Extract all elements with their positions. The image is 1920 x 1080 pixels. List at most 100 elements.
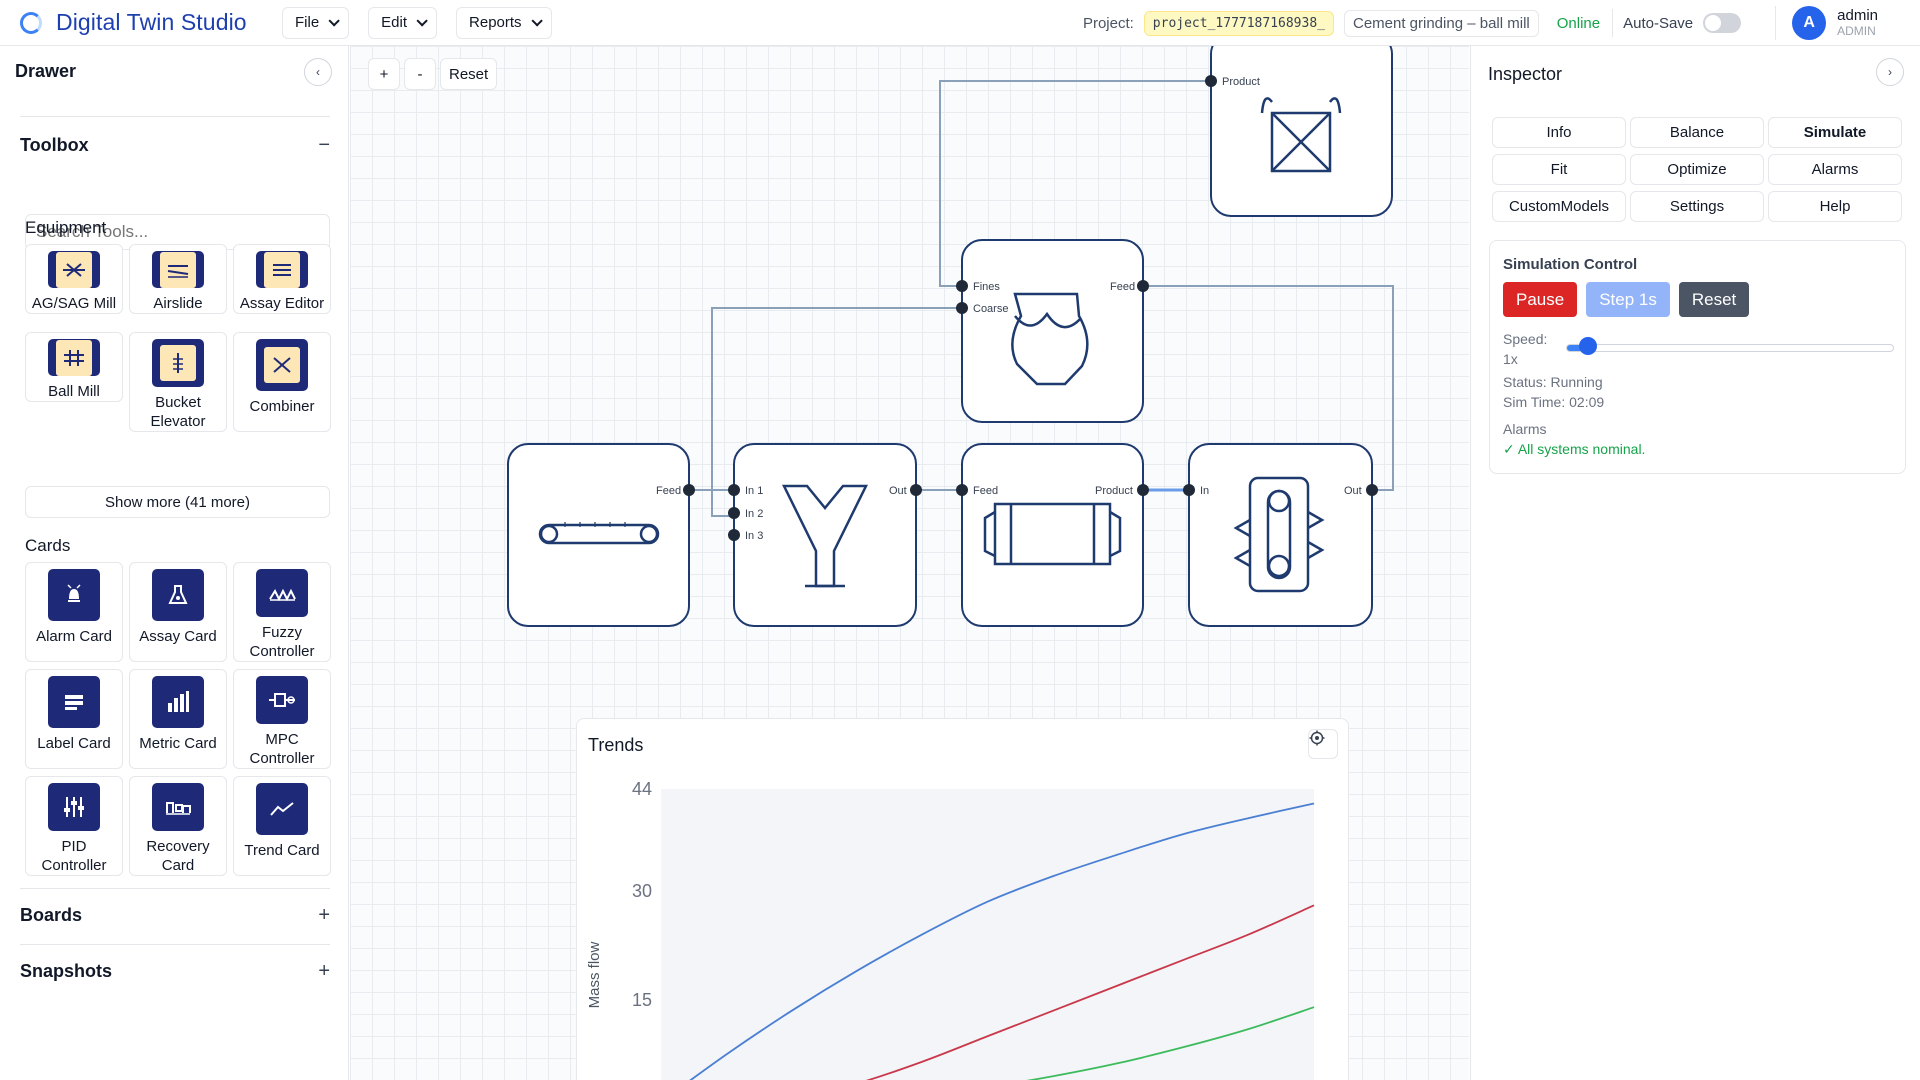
expand-icon[interactable]: +: [318, 904, 330, 926]
port-label: Feed: [656, 485, 681, 497]
tab-optimize[interactable]: Optimize: [1630, 154, 1764, 185]
tool-label: Ball Mill: [48, 383, 100, 400]
tool-label-card[interactable]: Label Card: [25, 669, 123, 769]
reset-simulation-button[interactable]: Reset: [1678, 282, 1750, 317]
bucket-elevator-icon: [152, 339, 204, 387]
speed-slider[interactable]: [1566, 344, 1894, 352]
tool-label: Combiner: [249, 398, 315, 415]
app-logo[interactable]: Digital Twin Studio: [20, 9, 282, 36]
node-bag-filter[interactable]: Product: [1205, 46, 1393, 217]
chevron-down-icon: [416, 14, 428, 27]
tab-alarms[interactable]: Alarms: [1768, 154, 1902, 185]
project-id[interactable]: project_1777187168938_: [1143, 10, 1334, 36]
autosave-toggle[interactable]: [1703, 13, 1742, 33]
user-menu[interactable]: admin ADMIN: [1837, 8, 1878, 38]
port-dot[interactable]: [1366, 484, 1378, 496]
tool-mpc-controller[interactable]: MPC Controller: [233, 669, 331, 769]
tool-bucket-elevator[interactable]: Bucket Elevator: [129, 332, 227, 432]
trends-card[interactable]: Trends 0153044 Mass flow: [576, 718, 1349, 1080]
tool-recovery-card[interactable]: Recovery Card: [129, 776, 227, 876]
node-bucket-elevator[interactable]: In Out: [1183, 443, 1378, 627]
boards-header[interactable]: Boards +: [20, 904, 330, 927]
port-label: Feed: [1110, 281, 1135, 293]
zoom-in-button[interactable]: +: [368, 58, 400, 90]
snapshots-header[interactable]: Snapshots +: [20, 960, 330, 983]
pause-button[interactable]: Pause: [1503, 282, 1578, 317]
collapse-icon[interactable]: −: [318, 134, 330, 156]
toolbox-header[interactable]: Toolbox −: [20, 134, 330, 157]
tool-assay-card[interactable]: Assay Card: [129, 562, 227, 662]
port-dot[interactable]: [683, 484, 695, 496]
node-ball-mill[interactable]: Feed Product: [956, 443, 1149, 627]
tab-fit[interactable]: Fit: [1492, 154, 1626, 185]
zoom-out-button[interactable]: -: [404, 58, 436, 90]
port-dot[interactable]: [1137, 280, 1149, 292]
tab-custom-models[interactable]: CustomModels: [1492, 191, 1626, 222]
tool-assay-editor[interactable]: Assay Editor: [233, 244, 331, 314]
simulation-status: Status: Running Sim Time: 02:09: [1503, 372, 1604, 412]
port-dot[interactable]: [728, 529, 740, 541]
flask-icon: [152, 569, 204, 621]
tool-metric-card[interactable]: Metric Card: [129, 669, 227, 769]
show-more-button[interactable]: Show more (41 more): [25, 486, 330, 518]
edge-coarse-to-in2[interactable]: [711, 307, 962, 517]
connection-status: Online: [1556, 14, 1601, 32]
status-text: Status: Running: [1503, 374, 1603, 390]
label-icon: [48, 676, 100, 728]
y-tick-label: 15: [632, 990, 652, 1010]
tool-ball-mill[interactable]: Ball Mill: [25, 332, 123, 402]
project-name[interactable]: Cement grinding – ball mill: [1343, 9, 1539, 37]
port-dot[interactable]: [1205, 75, 1217, 87]
reports-menu[interactable]: Reports: [456, 6, 552, 39]
tool-pid-controller[interactable]: PID Controller: [25, 776, 123, 876]
step-button[interactable]: Step 1s: [1586, 282, 1670, 317]
flowsheet-diagram: Product Fines Coarse Feed: [507, 46, 1394, 627]
expand-icon[interactable]: +: [318, 960, 330, 982]
tool-label: Metric Card: [139, 735, 217, 752]
collapse-inspector-button[interactable]: ›: [1876, 58, 1904, 86]
tool-airslide[interactable]: Airslide: [129, 244, 227, 314]
edit-menu[interactable]: Edit: [368, 6, 438, 39]
tool-ag-sag-mill[interactable]: AG/SAG Mill: [25, 244, 123, 314]
port-dot[interactable]: [910, 484, 922, 496]
tab-simulate[interactable]: Simulate: [1768, 117, 1902, 148]
node-combiner[interactable]: In 1 In 2 In 3 Out: [728, 443, 922, 627]
node-conveyor[interactable]: Feed: [507, 443, 695, 627]
speed-slider-fill: [1567, 345, 1587, 351]
combiner-icon: [781, 484, 869, 588]
tool-fuzzy-controller[interactable]: Fuzzy Controller: [233, 562, 331, 662]
speed-slider-handle[interactable]: [1579, 337, 1598, 355]
port-dot[interactable]: [728, 484, 740, 496]
series-line-2: [1026, 1006, 1315, 1080]
divider: [1612, 9, 1614, 37]
port-dot[interactable]: [728, 507, 740, 519]
tool-trend-card[interactable]: Trend Card: [233, 776, 331, 876]
tab-help[interactable]: Help: [1768, 191, 1902, 222]
alarms-message: ✓ All systems nominal.: [1503, 441, 1646, 457]
port-dot[interactable]: [956, 302, 968, 314]
edge-product-to-fines[interactable]: [939, 80, 1211, 287]
port-dot[interactable]: [956, 280, 968, 292]
alarm-icon: [48, 569, 100, 621]
reset-view-button[interactable]: Reset: [440, 58, 498, 90]
y-axis-ticks: 0153044: [632, 779, 652, 1010]
trends-settings-button[interactable]: [1308, 729, 1338, 759]
tool-combiner[interactable]: Combiner: [233, 332, 331, 432]
port-label: In 3: [745, 530, 763, 542]
tab-balance[interactable]: Balance: [1630, 117, 1764, 148]
avatar[interactable]: A: [1792, 6, 1827, 40]
edge-out-to-feed[interactable]: [1143, 285, 1394, 491]
tab-info[interactable]: Info: [1492, 117, 1626, 148]
tool-alarm-card[interactable]: Alarm Card: [25, 562, 123, 662]
file-menu[interactable]: File: [282, 6, 350, 39]
collapse-drawer-button[interactable]: ‹: [304, 58, 332, 86]
port-dot[interactable]: [956, 484, 968, 496]
conveyor-icon: [538, 523, 660, 545]
tab-settings[interactable]: Settings: [1630, 191, 1764, 222]
node-separator[interactable]: Fines Coarse Feed: [956, 239, 1149, 423]
port-dot[interactable]: [1137, 484, 1149, 496]
trend-chart: 0153044 Mass flow: [586, 779, 1315, 1080]
port-dot[interactable]: [1183, 484, 1195, 496]
simulation-buttons: Pause Step 1s Reset: [1503, 282, 1758, 317]
assay-editor-icon: [256, 251, 308, 288]
